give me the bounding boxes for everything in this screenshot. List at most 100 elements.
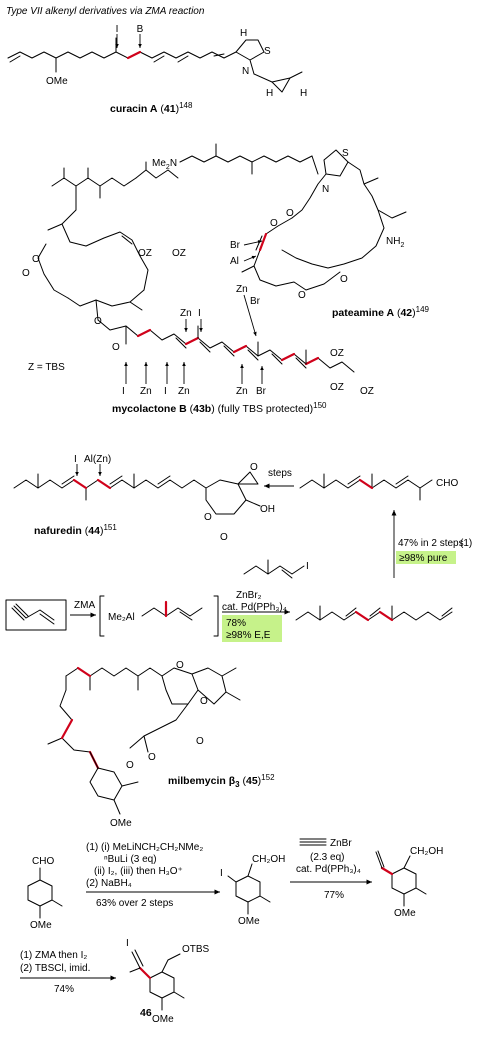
myco-top-i: I	[198, 308, 201, 319]
cmpd46-ome: OMe	[152, 1014, 174, 1025]
curacin-a-structure	[7, 37, 303, 93]
scheme-title: Type VII alkenyl derivatives via ZMA rea…	[6, 6, 205, 17]
milbe-o5: O	[196, 736, 204, 747]
route-yield-1: 47% in 2 steps	[398, 538, 464, 549]
myco-bot-zn1: Zn	[140, 386, 152, 397]
myco-o3: O	[94, 316, 102, 327]
step3-yield: 74%	[54, 984, 74, 995]
curacin-ome: OMe	[46, 76, 68, 87]
coupled-diene-structure	[295, 605, 453, 622]
nafuredin-o-ring: O	[204, 512, 212, 523]
myco-bot-br: Br	[256, 386, 267, 397]
ethynyl-benzyl-alcohol-structure	[375, 850, 427, 907]
int1-ch2oh: CH₂OH	[252, 854, 285, 865]
cmpd46-i: I	[126, 938, 129, 949]
pateamine-o2: O	[270, 218, 278, 229]
step1-line1: (1) (i) MeLiNCH₂CH₂NMe₂	[86, 842, 203, 853]
alane-intermediate-structure	[141, 601, 203, 621]
step1-line4: (2) NaBH₄	[86, 878, 132, 889]
curacin-n: N	[242, 66, 249, 77]
me2al-label: Me₂Al	[108, 612, 135, 623]
pateamine-nme2: Me2N	[152, 158, 177, 171]
route-purity: ≥98% pure	[399, 553, 448, 564]
myco-o4: O	[112, 342, 120, 353]
milbemycin-structure	[47, 666, 241, 815]
myco-oz2: OZ	[172, 248, 186, 259]
pateamine-o1: O	[286, 208, 294, 219]
myco-o2: O	[22, 268, 30, 279]
reag2-pd: cat. Pd(PPh₃)₄	[296, 864, 361, 875]
curacin-h2: H	[266, 88, 273, 99]
purity-highlight	[396, 551, 456, 564]
benzaldehyde-cho: CHO	[32, 856, 54, 867]
compound-46-label: 46	[140, 1007, 152, 1019]
step1-line2: ⁿBuLi (3 eq)	[104, 854, 157, 865]
mycolactone-b-structure	[37, 161, 355, 373]
zma-label: ZMA	[74, 600, 95, 611]
nafuredin-label: nafuredin (44)151	[34, 523, 117, 537]
curacin-atom-i: I	[116, 24, 119, 35]
curacin-h3: H	[300, 88, 307, 99]
pateamine-n: N	[322, 184, 329, 195]
myco-oz3: OZ	[330, 348, 344, 359]
myco-oz5: OZ	[360, 386, 374, 397]
reagent-pd: cat. Pd(PPh₃)₄	[222, 602, 287, 613]
myco-top-zn2: Zn	[236, 284, 248, 295]
enyne-structure	[11, 603, 55, 625]
pateamine-br: Br	[230, 240, 241, 251]
vinyl-iodide-i: I	[306, 561, 309, 572]
nafuredin-structure	[13, 471, 261, 515]
myco-o1: O	[32, 254, 40, 265]
nafuredin-o-epox: O	[250, 462, 258, 473]
aldehyde-structure	[299, 473, 433, 501]
curacin-atom-b: B	[137, 24, 144, 35]
route-eq-number: (1)	[460, 538, 472, 549]
myco-top-br: Br	[250, 296, 261, 307]
iodobenzyl-alcohol-structure	[227, 863, 271, 915]
myco-oz4: OZ	[330, 382, 344, 393]
ethynylzinc-structure	[299, 838, 327, 846]
milbemycin-label: milbemycin β3 (45)152	[168, 773, 275, 789]
int1-ome: OMe	[238, 916, 260, 927]
myco-z-def: Z = TBS	[28, 362, 65, 373]
myco-bot-i1: I	[122, 386, 125, 397]
milbe-o1: O	[176, 660, 184, 671]
int2-ome: OMe	[394, 908, 416, 919]
milbe-ome: OMe	[110, 818, 132, 829]
cmpd46-otbs: OTBS	[182, 944, 210, 955]
myco-top-zn1: Zn	[180, 308, 192, 319]
steps-label: steps	[268, 468, 292, 479]
nafuredin-atom-i: I	[74, 454, 77, 465]
pateamine-o4: O	[340, 274, 348, 285]
compound-46-structure	[129, 949, 185, 1011]
step1-yield: 63% over 2 steps	[96, 898, 173, 909]
nafuredin-atom-alzn: Al(Zn)	[84, 454, 111, 465]
pateamine-o3: O	[298, 290, 306, 301]
pateamine-nh2: NH2	[386, 236, 404, 249]
step2-yield: 77%	[324, 890, 344, 901]
reag2-znbr: ZnBr	[330, 838, 352, 849]
nafuredin-oh: OH	[260, 504, 275, 515]
pateamine-a-structure	[179, 143, 407, 291]
mycolactone-label: mycolactone B (43b) (fully TBS protected…	[112, 401, 327, 415]
yield-highlight	[222, 615, 282, 642]
curacin-label: curacin A (41)148	[110, 101, 193, 115]
milbe-o2: O	[200, 696, 208, 707]
benzaldehyde-ome: OMe	[30, 920, 52, 931]
myco-bot-zn3: Zn	[236, 386, 248, 397]
pateamine-label: pateamine A (42)149	[332, 305, 430, 319]
myco-bot-i2: I	[164, 386, 167, 397]
int1-i: I	[220, 868, 223, 879]
nafuredin-o-co: O	[220, 532, 228, 543]
reagent-znbr2: ZnBr₂	[236, 590, 262, 601]
aldehyde-cho: CHO	[436, 478, 458, 489]
milbe-o3: O	[126, 760, 134, 771]
enyne-box	[5, 599, 67, 631]
reag2-eq: (2.3 eq)	[310, 852, 344, 863]
curacin-h: H	[240, 28, 247, 39]
myco-oz1: OZ	[138, 248, 152, 259]
int2-ch2oh: CH₂OH	[410, 846, 443, 857]
pateamine-s: S	[342, 148, 349, 159]
selectivity: ≥98% E,E	[226, 630, 271, 641]
